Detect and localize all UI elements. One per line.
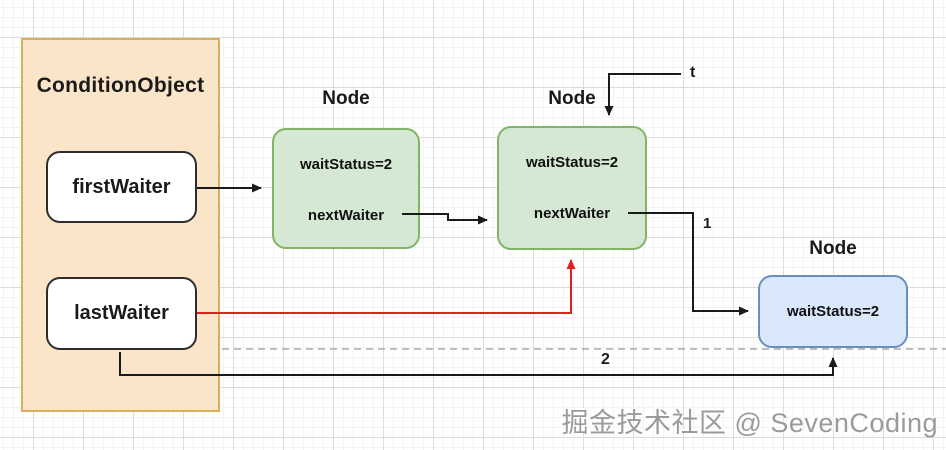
step-1-label: 1 bbox=[703, 215, 712, 232]
node2-next-waiter: nextWaiter bbox=[533, 205, 611, 222]
node1-wait-status: waitStatus=2 bbox=[299, 156, 393, 173]
first-waiter-label: firstWaiter bbox=[72, 175, 171, 198]
node2-box: waitStatus=2 nextWaiter bbox=[497, 126, 647, 250]
node1-title: Node bbox=[322, 88, 370, 109]
node3-box: waitStatus=2 bbox=[758, 275, 908, 348]
node1-box: waitStatus=2 nextWaiter bbox=[272, 128, 420, 249]
watermark: 掘金技术社区 @ SevenCoding bbox=[561, 408, 938, 438]
first-waiter-field: firstWaiter bbox=[46, 151, 197, 223]
node1-next-waiter: nextWaiter bbox=[307, 207, 385, 224]
step-2-label: 2 bbox=[601, 351, 610, 368]
last-waiter-label: lastWaiter bbox=[74, 302, 169, 324]
node3-title: Node bbox=[809, 238, 857, 259]
condition-object-title: ConditionObject bbox=[36, 74, 205, 97]
node2-wait-status: waitStatus=2 bbox=[525, 154, 619, 171]
arrow-lastwaiter-to-node3 bbox=[119, 352, 838, 376]
node2-title: Node bbox=[548, 88, 596, 109]
thread-t-label: t bbox=[690, 64, 696, 81]
node3-wait-status: waitStatus=2 bbox=[786, 303, 880, 320]
arrow-lastwaiter-to-node2-red bbox=[197, 259, 576, 314]
last-waiter-field: lastWaiter bbox=[46, 277, 197, 350]
